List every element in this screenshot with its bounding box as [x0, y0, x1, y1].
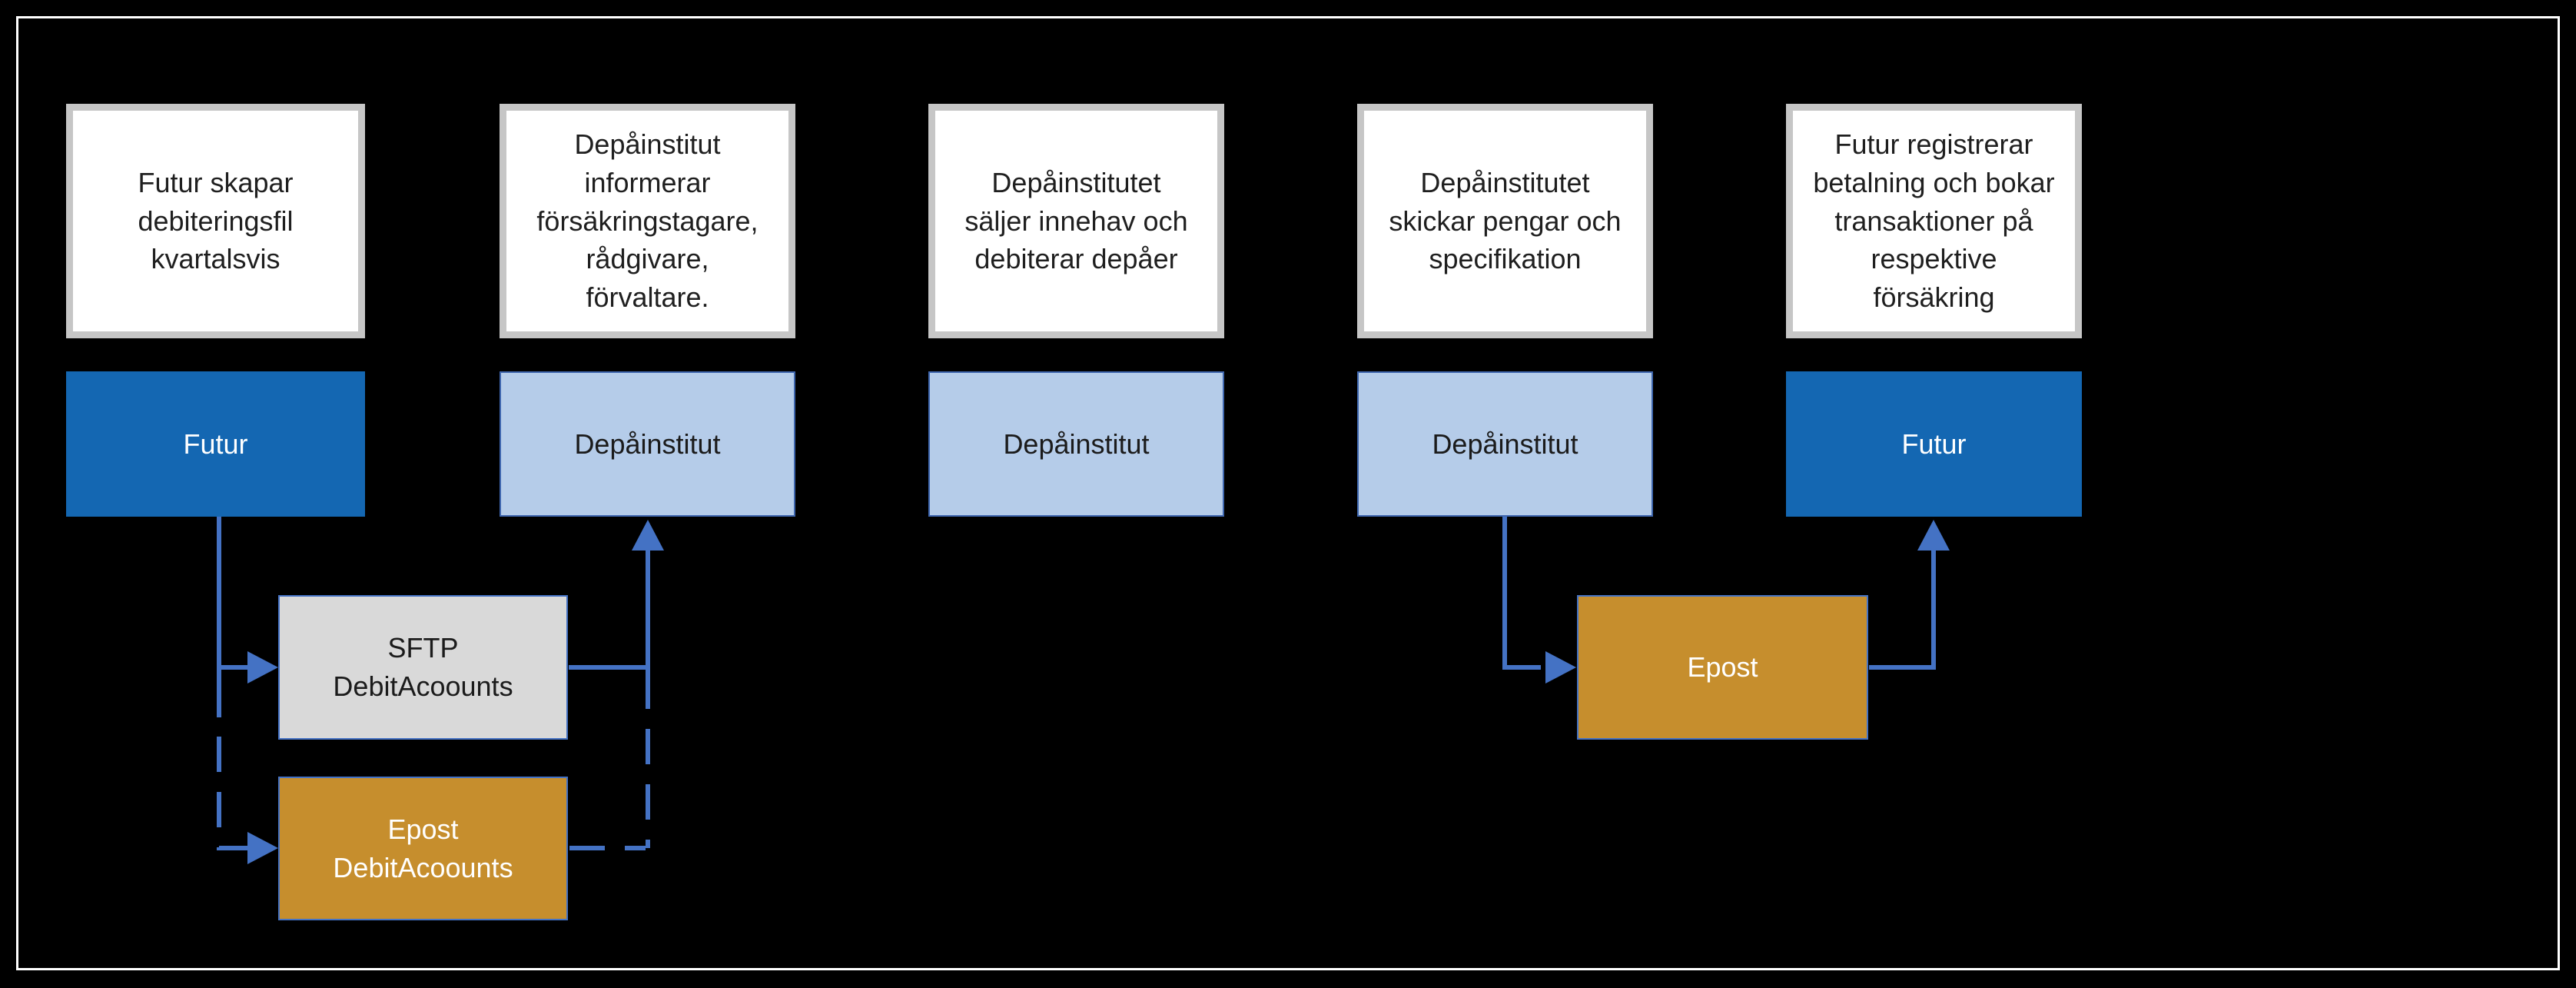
description-box-5: Futur registrerar betalning och bokar tr…: [1786, 104, 2082, 338]
description-box-1: Futur skapar debiteringsfil kvartalsvis: [66, 104, 365, 338]
actor-box-futur-right: Futur: [1786, 371, 2082, 517]
actor-box-depainstitut-3: Depåinstitut: [1357, 371, 1653, 517]
actor-box-depainstitut-2: Depåinstitut: [928, 371, 1224, 517]
description-box-4: Depåinstitutet skickar pengar och specif…: [1357, 104, 1653, 338]
actor-box-futur-left: Futur: [66, 371, 365, 517]
description-box-2: Depåinstitut informerar försäkringstagar…: [500, 104, 795, 338]
channel-box-epost-debitacoounts: Epost DebitAcoounts: [278, 777, 568, 920]
diagram-frame: [16, 16, 2560, 970]
description-box-3: Depåinstitutet säljer innehav och debite…: [928, 104, 1224, 338]
channel-box-sftp-debitacoounts: SFTP DebitAcoounts: [278, 595, 568, 740]
actor-box-depainstitut-1: Depåinstitut: [500, 371, 795, 517]
channel-box-epost: Epost: [1577, 595, 1868, 740]
